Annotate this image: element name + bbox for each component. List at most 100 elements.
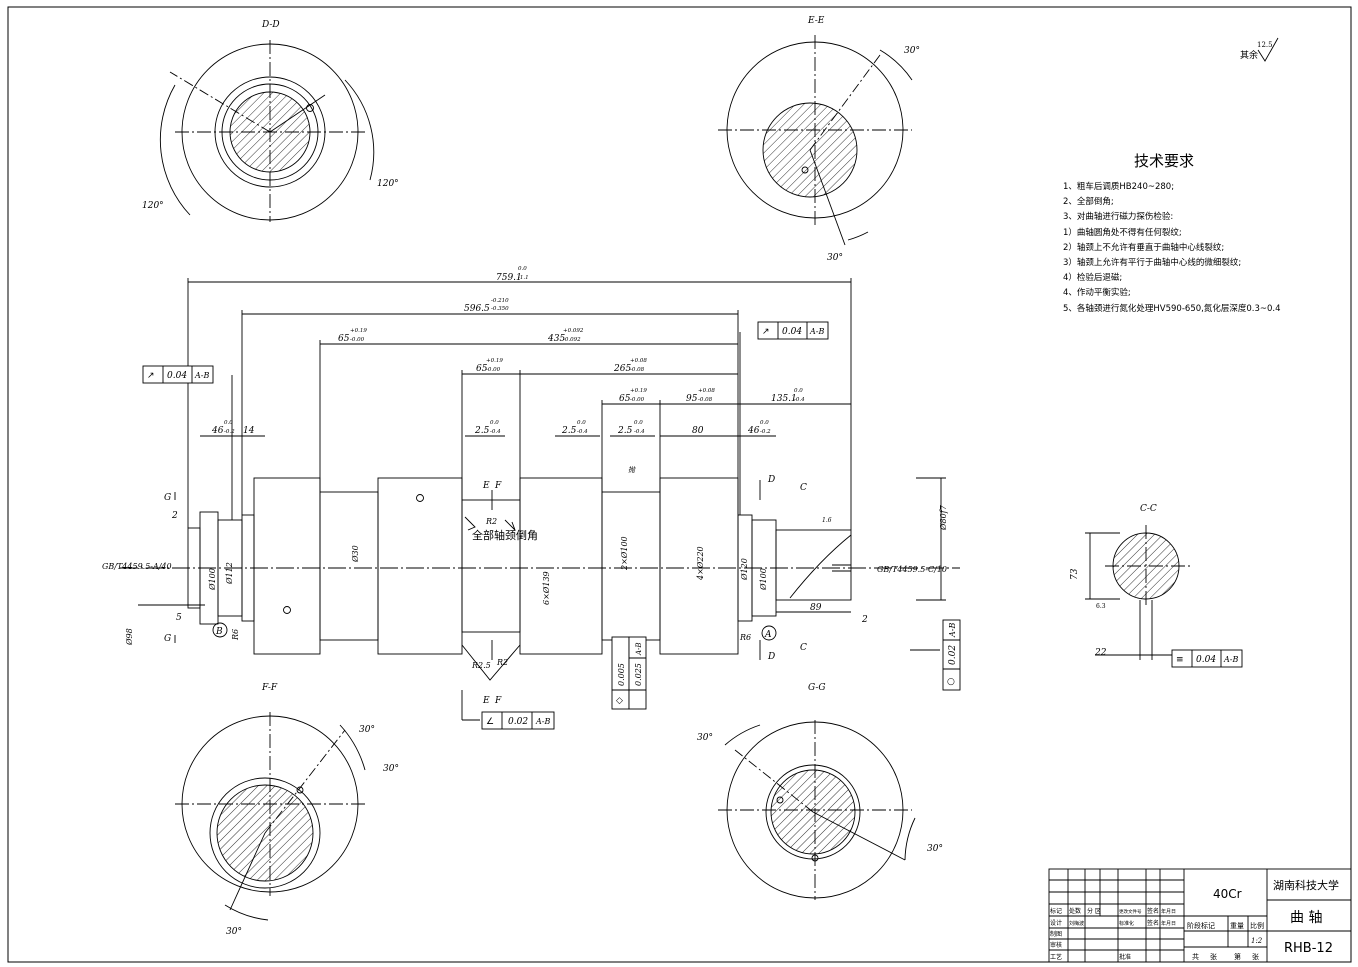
dim-2-left: 2 — [171, 511, 178, 521]
header-stage: 阶段标记 — [1187, 921, 1215, 930]
svg-text:审核: 审核 — [1050, 941, 1062, 949]
datum-c-top: C — [800, 483, 807, 493]
section-ff — [175, 712, 366, 921]
datum-e-top: E — [482, 481, 490, 491]
dim-759: 759.1 — [496, 273, 522, 283]
svg-text:0.0: 0.0 — [794, 388, 803, 394]
svg-text:0.0: 0.0 — [760, 420, 769, 426]
tech-requirement-item: 1、粗车后调质HB240~280; — [1063, 182, 1175, 192]
roughness-63: 6.3 — [1096, 603, 1106, 610]
datum-c-bottom: C — [800, 643, 807, 653]
svg-text:0.0: 0.0 — [634, 420, 643, 426]
radius-r2-5-a: R2.5 — [471, 661, 491, 670]
rest-roughness-icon — [1257, 37, 1279, 62]
material: 40Cr — [1213, 887, 1242, 901]
sheet2-label: 张 — [1252, 952, 1259, 961]
dim-120: Ø120 — [740, 558, 749, 581]
dim-265: 265 — [613, 364, 631, 374]
sheet-border — [7, 6, 1352, 963]
svg-text:-0.00: -0.00 — [350, 337, 365, 343]
svg-text:0.04: 0.04 — [782, 327, 802, 337]
svg-text:-0.08: -0.08 — [630, 367, 645, 373]
dim-98: Ø98 — [125, 628, 134, 646]
nth-label: 第 — [1234, 952, 1241, 961]
gdt-frame-6: ◇ 0.005 0.025 A-B — [611, 636, 647, 710]
angle-30-gg-2: 30° — [927, 844, 943, 854]
dim-89: 89 — [810, 603, 822, 613]
dim-2-5-a: 2.5 — [474, 426, 490, 436]
dim-435: 435 — [547, 334, 565, 344]
section-dd — [159, 40, 375, 222]
datum-labels: B A G G C C D D E E F F — [164, 475, 807, 706]
svg-text:0.04: 0.04 — [1196, 655, 1216, 665]
svg-text:↗: ↗ — [762, 327, 770, 337]
title-block — [1048, 868, 1352, 963]
tech-requirement-item: 4、作动平衡实验; — [1063, 288, 1131, 299]
svg-text:A-B: A-B — [194, 371, 209, 380]
tech-requirement-item: 5、各轴颈进行氮化处理HV590-650,氮化层深度0.3~0.4 — [1063, 303, 1281, 314]
dim-4x220: 4×Ø220 — [696, 546, 705, 581]
scale-value: 1:2 — [1251, 937, 1263, 945]
radius-r2-a: R2 — [485, 517, 497, 526]
svg-text:-0.4: -0.4 — [634, 429, 645, 435]
dim-30: Ø30 — [351, 545, 360, 563]
svg-text:0.0: 0.0 — [518, 266, 527, 272]
tech-requirements-list: 1、粗车后调质HB240~280;2、全部倒角;3、对曲轴进行磁力探伤检验: 1… — [1063, 180, 1281, 317]
svg-text:标记: 标记 — [1050, 907, 1062, 915]
dim-22: 22 — [1094, 648, 1107, 658]
dim-100-right: Ø100 — [759, 568, 768, 591]
svg-text:刘梅波: 刘梅波 — [1069, 920, 1084, 927]
header-weight: 重量 — [1230, 922, 1244, 930]
drawing-number: RHB-12 — [1284, 941, 1333, 956]
svg-text:+0.08: +0.08 — [630, 358, 647, 364]
svg-text:A-B: A-B — [948, 623, 957, 638]
angle-30-ff-3: 30° — [226, 927, 242, 937]
dim-73: 73 — [1070, 568, 1080, 580]
chamfer-note: 全部轴颈倒角 — [472, 528, 538, 542]
label-cc: C-C — [1140, 504, 1157, 514]
tech-requirements-title: 技术要求 — [1134, 152, 1195, 170]
rest-roughness-value: 12.5 — [1257, 41, 1273, 49]
svg-text:0.005: 0.005 — [617, 663, 626, 686]
polish-mark: 抛 — [628, 466, 636, 474]
svg-text:0.0: 0.0 — [490, 420, 499, 426]
svg-text:更改文件号: 更改文件号 — [1119, 908, 1142, 915]
svg-text:工艺: 工艺 — [1050, 953, 1062, 961]
tech-requirement-item: 1）曲轴圆角处不得有任何裂纹; — [1063, 227, 1182, 238]
label-ff: F-F — [261, 683, 278, 693]
svg-text:0.025: 0.025 — [634, 663, 643, 686]
sheets-label: 张 — [1210, 952, 1217, 961]
dim-100-left: Ø100 — [208, 568, 217, 591]
svg-text:分 区: 分 区 — [1087, 907, 1101, 915]
svg-text:+0.19: +0.19 — [486, 358, 503, 364]
header-ratio: 比例 — [1250, 921, 1264, 930]
radius-r6-b: R6 — [739, 633, 751, 642]
svg-text:年月日: 年月日 — [1161, 920, 1176, 927]
angle-120-left: 120° — [142, 201, 164, 211]
dim-2-right: 2 — [861, 615, 868, 625]
svg-text:A-B: A-B — [1223, 655, 1238, 664]
svg-text:-0.4: -0.4 — [577, 429, 588, 435]
gdt-frame-1: ↗ 0.04 A-B — [142, 365, 214, 384]
datum-d-top: D — [767, 475, 775, 485]
tech-requirement-item: 3、对曲轴进行磁力探伤检验: — [1063, 212, 1174, 223]
datum-g-bottom: G — [164, 634, 171, 644]
tech-requirement-item: 3）轴颈上允许有平行于曲轴中心线的微细裂纹; — [1063, 258, 1242, 269]
dim-95: 95 — [686, 394, 698, 404]
tech-requirement-item: 4）检验后退磁; — [1063, 273, 1123, 284]
svg-text:∠: ∠ — [486, 717, 494, 727]
svg-text:-0.4: -0.4 — [794, 397, 805, 403]
radius-r2-b: R2 — [496, 658, 508, 667]
gdt-frame-4: ○ 0.02 A-B — [942, 619, 961, 691]
svg-text:-1.1: -1.1 — [518, 275, 529, 281]
svg-text:0.0: 0.0 — [224, 420, 233, 426]
dim-80: 80 — [692, 426, 704, 436]
svg-text:-0.210: -0.210 — [491, 298, 509, 304]
svg-text:-0.08: -0.08 — [698, 397, 713, 403]
section-cc — [1085, 525, 1190, 660]
svg-text:◇: ◇ — [616, 696, 623, 706]
datum-f-top: F — [494, 481, 502, 491]
svg-text:-0.00: -0.00 — [486, 367, 501, 373]
datum-g-top: G — [164, 493, 171, 503]
